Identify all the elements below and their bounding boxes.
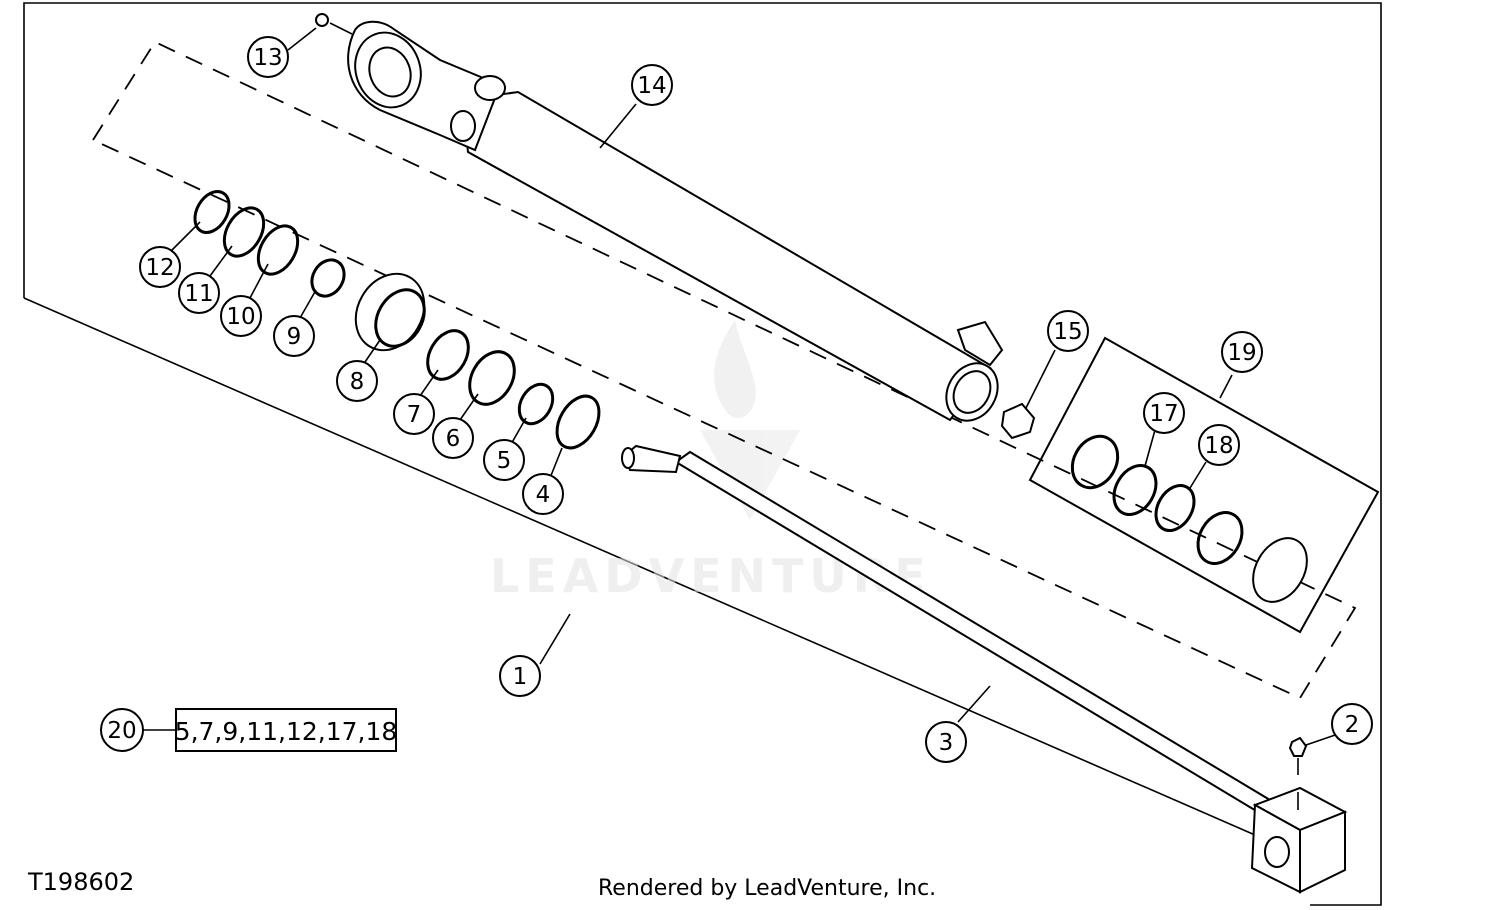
callout-3: 3 [925,721,967,763]
callout-13: 13 [247,36,289,78]
callout-18: 18 [1198,424,1240,466]
svg-text:17: 17 [1149,401,1178,427]
callout-11: 11 [178,272,220,314]
svg-text:8: 8 [350,369,365,395]
svg-text:2: 2 [1345,712,1360,738]
nut-2 [1288,736,1308,775]
kit-callout: 20 5,7,9,11,12,17,18 [100,708,398,752]
svg-text:13: 13 [253,45,282,71]
piston-kit-outline [1028,336,1380,634]
svg-text:4: 4 [536,482,551,508]
nut-15 [1000,402,1036,440]
kit-callout-number: 20 [107,718,136,744]
rod-end-block [1250,786,1348,894]
callout-12: 12 [139,246,181,288]
svg-text:18: 18 [1204,433,1233,459]
cylinder-barrel [347,20,1004,422]
callout-19: 19 [1221,331,1263,373]
callout-9: 9 [273,315,315,357]
kit-contents-box [175,708,397,752]
drawing-frame [23,2,1382,906]
kit-contents-text: 5,7,9,11,12,17,18 [175,717,398,746]
callout-4: 4 [522,473,564,515]
svg-text:1: 1 [513,664,528,690]
svg-text:3: 3 [939,730,954,756]
callout-14: 14 [631,64,673,106]
svg-text:10: 10 [226,304,255,330]
reference-number: T198602 [27,868,134,896]
callout-17: 17 [1143,392,1185,434]
callout-7: 7 [393,393,435,435]
callout-6: 6 [432,417,474,459]
callout-1: 1 [499,655,541,697]
credit-text: Rendered by LeadVenture, Inc. [598,876,936,901]
seal-components [193,190,1308,603]
callout-2: 2 [1331,703,1373,745]
callout-8: 8 [336,360,378,402]
svg-text:7: 7 [407,402,422,428]
callout-15: 15 [1047,310,1089,352]
svg-text:19: 19 [1227,340,1256,366]
callout-10: 10 [220,295,262,337]
seal-kit-dashed-outline [91,40,1357,700]
svg-text:12: 12 [145,255,174,281]
svg-text:14: 14 [637,73,666,99]
svg-text:5: 5 [497,448,512,474]
svg-text:9: 9 [287,324,302,350]
svg-text:15: 15 [1053,319,1082,345]
leader-lines [142,27,1345,746]
svg-text:6: 6 [446,426,461,452]
svg-text:11: 11 [184,281,213,307]
grease-fitting [315,13,353,35]
callout-5: 5 [483,439,525,481]
